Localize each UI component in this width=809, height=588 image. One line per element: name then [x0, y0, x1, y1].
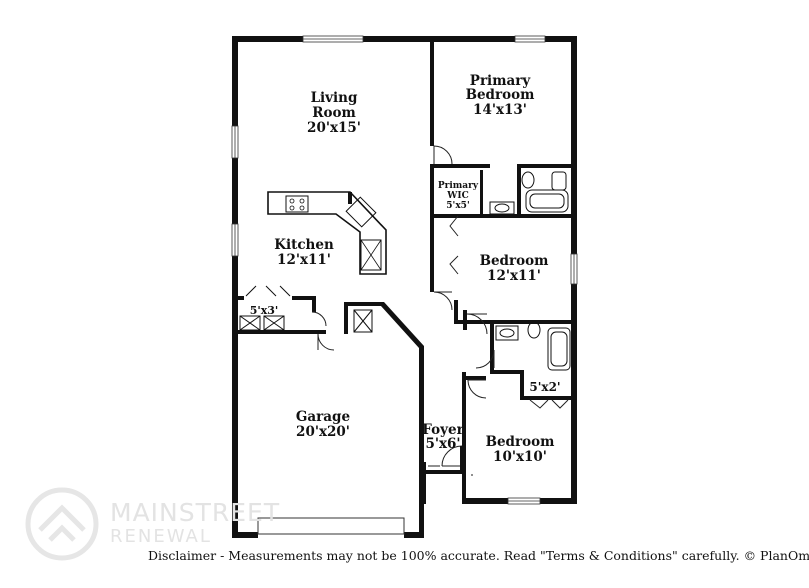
- room-kitchen: Kitchen 12'x11': [274, 237, 334, 268]
- primary-bedroom-dims: 14'x13': [473, 102, 527, 118]
- bedroom-2-label: Bedroom: [480, 253, 549, 269]
- foyer-label: Foyer: [422, 422, 464, 438]
- living-room-label-2: Room: [312, 105, 356, 121]
- bathroom-fixtures: [489, 171, 571, 371]
- room-closet: 5'x2': [529, 380, 560, 394]
- primary-wic-label-2: WIC: [446, 191, 468, 201]
- bedroom-2-dims: 12'x11': [487, 268, 541, 284]
- primary-bedroom-label-2: Bedroom: [466, 87, 535, 103]
- doors: [311, 145, 569, 476]
- garage-label: Garage: [296, 409, 350, 425]
- watermark-line-2: RENEWAL: [110, 526, 212, 547]
- primary-bedroom-label-1: Primary: [470, 73, 532, 89]
- room-primary-bedroom: Primary Bedroom 14'x13': [466, 73, 535, 118]
- bedroom-3-label: Bedroom: [486, 434, 555, 450]
- living-room-label-1: Living: [311, 90, 358, 106]
- laundry-appliances: [239, 285, 291, 331]
- room-garage: Garage 20'x20': [296, 409, 350, 440]
- primary-wic-label-1: Primary: [438, 181, 479, 191]
- primary-wic-dims: 5'x5': [446, 201, 469, 211]
- foyer-walls: [426, 446, 466, 474]
- living-room-dims: 20'x15': [307, 120, 361, 136]
- disclaimer-text: Disclaimer - Measurements may not be 100…: [148, 548, 809, 563]
- mainstreet-logo-icon: [25, 487, 99, 561]
- garage-dims: 20'x20': [296, 424, 350, 440]
- room-laundry: 5'x3': [250, 304, 279, 317]
- laundry-dims: 5'x3': [250, 304, 279, 317]
- interior-walls: [232, 36, 577, 532]
- closet-dims: 5'x2': [529, 380, 560, 394]
- garage-storage: [353, 309, 373, 333]
- bedroom-3-dims: 10'x10': [493, 449, 547, 465]
- kitchen-label: Kitchen: [274, 237, 334, 253]
- room-bedroom-2: Bedroom 12'x11': [480, 253, 549, 284]
- room-bedroom-3: Bedroom 10'x10': [486, 434, 555, 465]
- kitchen-dims: 12'x11': [277, 252, 331, 268]
- room-living: Living Room 20'x15': [307, 90, 361, 136]
- windows: [231, 35, 578, 535]
- room-foyer: Foyer 5'x6': [422, 422, 464, 452]
- kitchen-counters: [267, 191, 387, 275]
- foyer-dims: 5'x6': [425, 436, 460, 452]
- watermark: MAINSTREET RENEWAL: [110, 500, 280, 546]
- watermark-line-1: MAINSTREET: [110, 498, 281, 527]
- room-primary-wic: Primary WIC 5'x5': [438, 181, 479, 211]
